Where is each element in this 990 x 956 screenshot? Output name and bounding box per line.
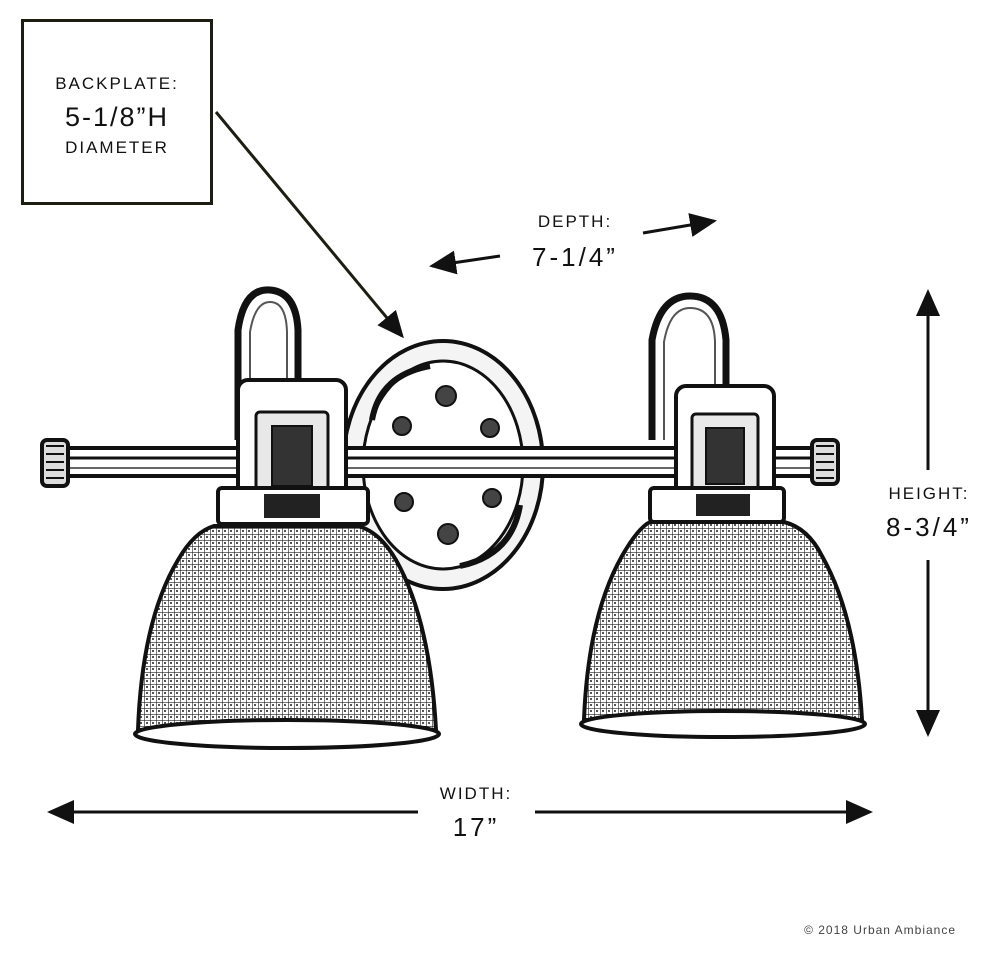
callout-dimension: 5-1/8”H xyxy=(64,102,170,132)
copyright-text: © 2018 Urban Ambiance xyxy=(804,923,956,937)
right-socket xyxy=(648,384,786,524)
left-arm xyxy=(234,286,302,440)
height-label: HEIGHT: xyxy=(888,484,970,503)
depth-arrow-right xyxy=(642,213,717,237)
left-socket xyxy=(216,378,370,526)
callout-leader-line xyxy=(214,111,404,339)
depth-value: 7-1/4” xyxy=(532,242,618,272)
callout-subtitle: DIAMETER xyxy=(65,138,169,157)
width-value: 17” xyxy=(452,812,500,842)
callout-title: BACKPLATE: xyxy=(55,74,179,93)
depth-label: DEPTH: xyxy=(537,212,613,231)
depth-arrow-left xyxy=(429,250,501,275)
right-arm xyxy=(648,292,730,440)
height-value: 8-3/4” xyxy=(886,512,972,542)
width-label: WIDTH: xyxy=(439,784,513,803)
backplate-callout: BACKPLATE: 5-1/8”H DIAMETER xyxy=(21,19,213,205)
left-glass-shade xyxy=(133,524,441,750)
right-glass-shade xyxy=(579,520,867,739)
